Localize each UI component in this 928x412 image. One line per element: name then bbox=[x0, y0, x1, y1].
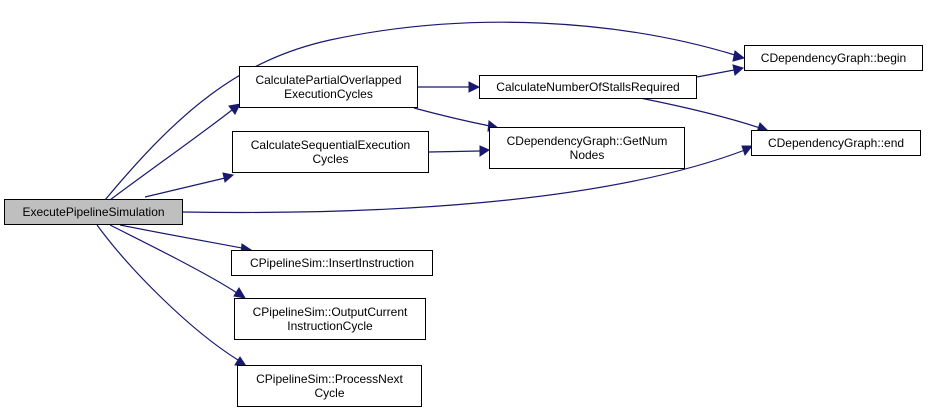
arrow-root-to-output bbox=[233, 287, 246, 299]
edge-root-to-partial bbox=[109, 109, 233, 201]
node-execute-pipeline-simulation: ExecutePipelineSimulation bbox=[4, 199, 183, 225]
arrow-root-to-sequential bbox=[222, 172, 235, 183]
node-dependency-graph-begin[interactable]: CDependencyGraph::begin bbox=[744, 45, 923, 71]
node-dependency-graph-end[interactable]: CDependencyGraph::end bbox=[751, 130, 921, 156]
edge-partial-to-getnum bbox=[413, 107, 491, 127]
edge-root-to-sequential bbox=[144, 177, 226, 198]
node-calculate-sequential-execution-cycles[interactable]: CalculateSequentialExecution Cycles bbox=[232, 131, 429, 173]
edge-root-to-end bbox=[182, 149, 746, 214]
arrow-root-to-begin bbox=[732, 50, 746, 62]
node-calculate-partial-overlapped-execution-cycles[interactable]: CalculatePartialOverlapped ExecutionCycl… bbox=[239, 66, 418, 108]
edge-sequential-to-getnum bbox=[428, 150, 481, 153]
edge-root-to-process bbox=[96, 224, 239, 361]
arrow-root-to-end bbox=[741, 145, 754, 157]
node-pipeline-sim-insert-instruction[interactable]: CPipelineSim::InsertInstruction bbox=[231, 250, 433, 276]
node-pipeline-sim-process-next-cycle[interactable]: CPipelineSim::ProcessNext Cycle bbox=[237, 365, 422, 407]
arrow-partial-to-stalls bbox=[468, 81, 481, 93]
node-dependency-graph-get-num-nodes[interactable]: CDependencyGraph::GetNum Nodes bbox=[489, 127, 685, 169]
edge-stalls-to-begin bbox=[696, 69, 735, 78]
edge-root-to-insert bbox=[119, 224, 243, 249]
node-pipeline-sim-output-current-instruction-cycle[interactable]: CPipelineSim::OutputCurrent InstructionC… bbox=[234, 298, 426, 340]
edge-root-to-output bbox=[109, 224, 238, 294]
edge-root-to-begin bbox=[104, 21, 736, 201]
arrow-stalls-to-begin bbox=[732, 64, 745, 76]
node-calculate-number-of-stalls-required[interactable]: CalculateNumberOfStallsRequired bbox=[479, 75, 697, 99]
arrow-root-to-partial bbox=[228, 103, 241, 115]
edge-stalls-to-end bbox=[639, 97, 761, 129]
arrow-sequential-to-getnum bbox=[479, 145, 491, 157]
